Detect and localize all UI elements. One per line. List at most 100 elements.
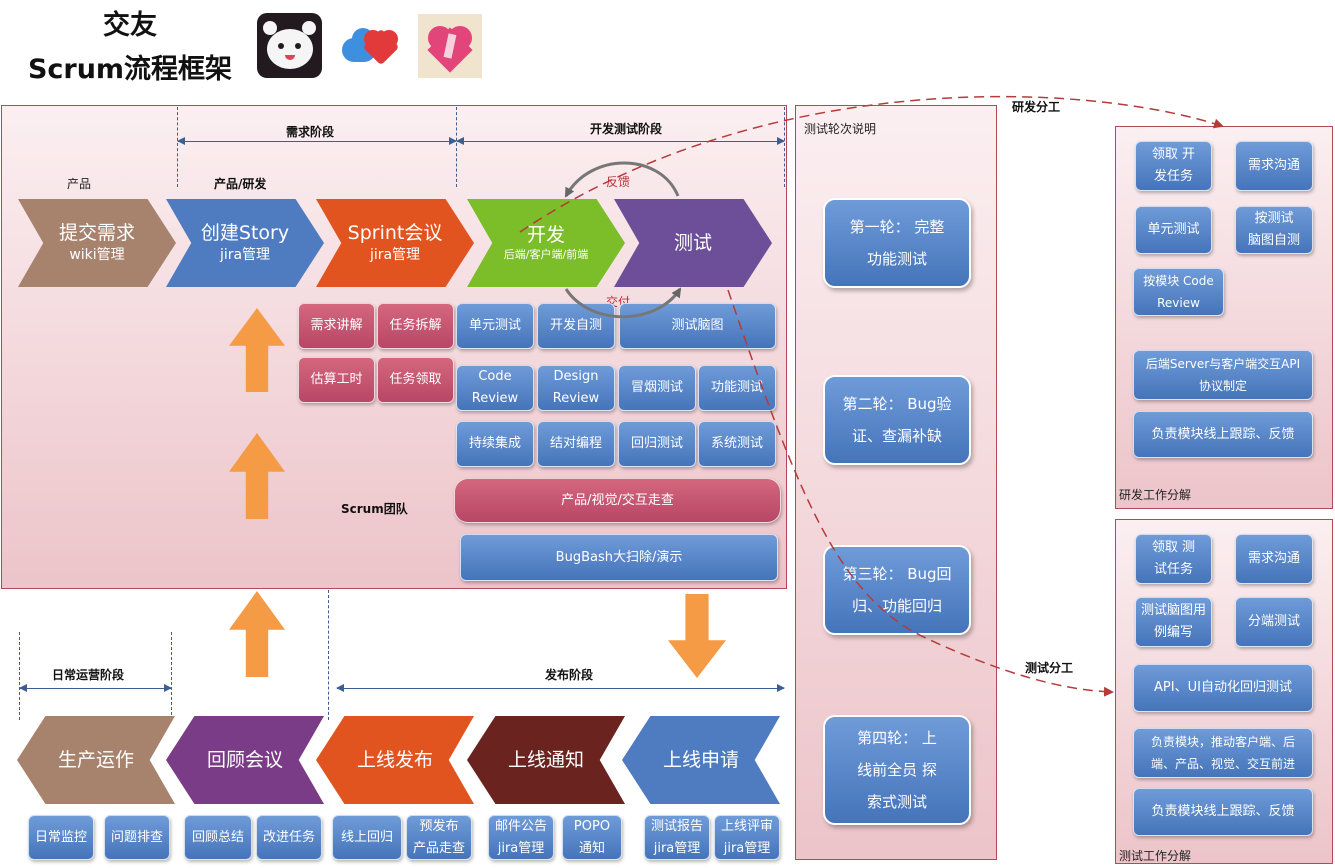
chevron-sub-text: jira管理 [219,247,271,263]
chevron-release-notice[interactable]: 上线通知 [467,716,625,804]
task-regression-test[interactable]: 回归测试 [618,421,696,467]
chevron-retrospective[interactable]: 回顾会议 [166,716,324,804]
task-claim[interactable]: 任务领取 [377,357,454,403]
panda-mascot-icon [257,13,322,78]
task-breakdown[interactable]: 任务拆解 [377,303,454,349]
chevron-main-text: 开发 [526,224,565,246]
task-email-notice[interactable]: 邮件公告 jira管理 [488,815,554,860]
chevron-test[interactable]: 测试 [614,199,772,287]
phase-separator [784,107,785,187]
dev-mindmap-self-test[interactable]: 按测试 脑图自测 [1235,206,1313,254]
task-self-test[interactable]: 开发自测 [537,303,615,349]
phase-separator [328,590,329,720]
chevron-submit-requirement[interactable]: 提交需求 wiki管理 [18,199,176,287]
chevron-sub-text: jira管理 [369,247,421,263]
test-automation[interactable]: API、UI自动化回归测试 [1133,664,1313,712]
dev-online-tracking[interactable]: 负责模块线上跟踪、反馈 [1133,411,1313,458]
chevron-main-text: 创建Story [200,222,290,244]
chevron-main-text: 回顾会议 [206,749,283,771]
chevron-sprint-meeting[interactable]: Sprint会议 jira管理 [316,199,474,287]
dev-unit-test[interactable]: 单元测试 [1135,206,1212,254]
task-daily-monitor[interactable]: 日常监控 [28,815,94,860]
chevron-main-text: 提交需求 [58,222,135,244]
title-line2: Scrum流程框架 [27,54,233,85]
title-line1: 交友 [103,10,157,41]
task-estimate[interactable]: 估算工时 [298,357,375,403]
chevron-main-text: 生产运作 [57,749,134,771]
task-prerelease[interactable]: 预发布 产品走查 [406,815,472,860]
chevron-release-request[interactable]: 上线申请 [622,716,780,804]
task-bugbash[interactable]: BugBash大扫除/演示 [460,534,778,581]
requirement-phase-label: 需求阶段 [286,125,335,139]
dev-division-curve [519,95,1224,233]
deliver-arc [564,287,682,319]
task-code-review[interactable]: Code Review [456,365,534,411]
feedback-label: 反馈 [606,175,631,189]
release-phase-label: 发布阶段 [545,668,594,682]
task-online-regression[interactable]: 线上回归 [332,815,402,860]
feedback-arc [564,161,680,198]
chevron-main-text: 上线通知 [507,749,584,771]
phase-separator [456,107,457,187]
chevron-sub-text: wiki管理 [69,247,125,263]
test-module-drive[interactable]: 负责模块，推动客户端、后 端、产品、视觉、交互前进 [1133,728,1313,778]
dev-division-label: 研发工作分解 [1119,488,1192,502]
dev-requirement-talk[interactable]: 需求沟通 [1235,141,1313,191]
test-round-1[interactable]: 第一轮： 完整功能测试 [823,198,971,288]
test-requirement-talk[interactable]: 需求沟通 [1235,534,1313,584]
task-test-report[interactable]: 测试报告 jira管理 [644,815,710,860]
phase-separator [19,632,20,720]
dev-api-protocol[interactable]: 后端Server与客户端交互API 协议制定 [1133,350,1313,400]
chevron-sub-text: 后端/客户端/前端 [503,248,589,261]
test-online-tracking[interactable]: 负责模块线上跟踪、反馈 [1133,788,1313,836]
chevron-main-text: Sprint会议 [347,222,443,244]
task-requirement-briefing[interactable]: 需求讲解 [298,303,375,349]
requirement-phase-arrow [177,137,457,145]
chevron-main-text: 上线发布 [356,749,433,771]
test-claim-task[interactable]: 领取 测试任务 [1135,534,1212,584]
devtest-phase-arrow [456,137,785,145]
dev-division-arrow-label: 研发分工 [1012,100,1061,114]
cloud-heart-icon [338,16,402,76]
polka-heart-icon [418,14,482,78]
task-design-review[interactable]: Design Review [537,365,615,411]
test-round-3[interactable]: 第三轮： Bug回归、功能回归 [823,545,971,635]
chevron-production[interactable]: 生产运作 [17,716,175,804]
task-ci[interactable]: 持续集成 [456,421,534,467]
test-per-client[interactable]: 分端测试 [1235,597,1313,647]
role-product-dev: 产品/研发 [214,177,267,191]
chevron-main-text: 上线申请 [662,749,739,771]
chevron-main-text: 测试 [673,232,712,254]
daily-ops-phase-arrow [19,684,172,692]
test-division-arrow-label: 测试分工 [1025,661,1074,675]
test-round-4[interactable]: 第四轮： 上线前全员 探索式测试 [823,715,971,825]
task-walkthrough[interactable]: 产品/视觉/交互走查 [454,478,781,523]
task-retro-summary[interactable]: 回顾总结 [184,815,252,860]
task-release-review[interactable]: 上线评审 jira管理 [714,815,780,860]
dev-module-code-review[interactable]: 按模块 Code Review [1133,268,1224,316]
release-phase-arrow [336,684,785,692]
task-popo-notice[interactable]: POPO 通知 [562,815,622,860]
role-scrum-team: Scrum团队 [341,502,408,516]
task-system-test[interactable]: 系统测试 [698,421,776,467]
phase-separator [171,632,172,720]
test-division-label: 测试工作分解 [1119,849,1192,863]
dev-claim-task[interactable]: 领取 开发任务 [1135,141,1212,191]
task-test-mindmap[interactable]: 测试脑图 [619,303,776,349]
chevron-create-story[interactable]: 创建Story jira管理 [166,199,324,287]
chevron-release[interactable]: 上线发布 [316,716,474,804]
phase-separator [177,107,178,187]
test-division-curve [727,289,1114,697]
task-issue-triage[interactable]: 问题排查 [104,815,170,860]
task-unit-test[interactable]: 单元测试 [456,303,534,349]
task-improvement[interactable]: 改进任务 [256,815,322,860]
chevron-develop[interactable]: 开发 后端/客户端/前端 [467,199,625,287]
test-round-2[interactable]: 第二轮： Bug验证、查漏补缺 [823,375,971,465]
task-function-test[interactable]: 功能测试 [698,365,776,411]
test-rounds-label: 测试轮次说明 [804,122,877,136]
devtest-phase-label: 开发测试阶段 [590,122,663,136]
task-smoke-test[interactable]: 冒烟测试 [618,365,696,411]
task-pair-programming[interactable]: 结对编程 [537,421,615,467]
test-mindmap-cases[interactable]: 测试脑图用 例编写 [1135,597,1212,647]
